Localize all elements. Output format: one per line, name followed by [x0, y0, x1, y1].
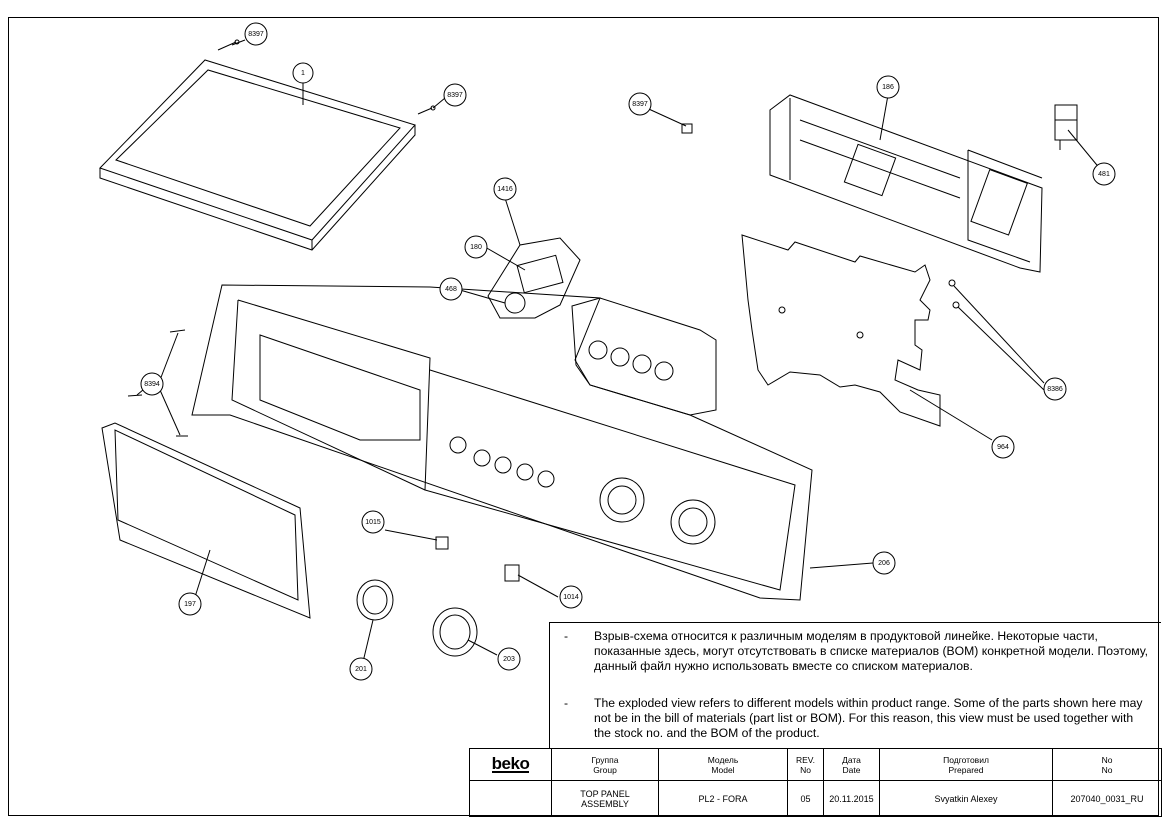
prepared-value: Svyatkin Alexey — [879, 780, 1053, 817]
screw-parts — [217, 39, 693, 134]
note-bullet: - — [564, 696, 569, 710]
callout-180: 180 — [464, 235, 488, 259]
callout-1014: 1014 — [559, 585, 583, 609]
callout-481: 481 — [1092, 162, 1116, 186]
rev-value: 05 — [787, 780, 824, 817]
callout-964: 964 — [991, 435, 1015, 459]
number-value: 207040_0031_RU — [1052, 780, 1162, 817]
insulation-plate-part — [741, 234, 941, 427]
control-panel-part — [191, 284, 813, 601]
note-bullet: - — [564, 629, 569, 643]
note-english: - The exploded view refers to different … — [564, 696, 1153, 741]
program-selector-part — [487, 237, 581, 319]
svg-text:468: 468 — [445, 286, 457, 293]
callout-1: 1 — [292, 62, 314, 84]
date-value: 20.11.2015 — [823, 780, 880, 817]
knob-parts — [356, 579, 478, 657]
svg-text:201: 201 — [355, 666, 367, 673]
rotary-switch-part — [1054, 104, 1078, 150]
group-value: TOP PANEL ASSEMBLY — [551, 780, 659, 817]
empty-cell — [469, 780, 552, 817]
callout-468: 468 — [439, 277, 463, 301]
svg-text:964: 964 — [997, 444, 1009, 451]
svg-text:206: 206 — [878, 560, 890, 567]
svg-text:481: 481 — [1098, 171, 1110, 178]
panel-screws — [127, 279, 960, 437]
svg-text:186: 186 — [882, 84, 894, 91]
control-board-part — [769, 94, 1043, 273]
switch-block-part — [571, 297, 717, 416]
rev-header: REV.No — [787, 748, 824, 781]
clip-parts — [435, 536, 520, 582]
notes-panel: - Взрыв-схема относится к различным моде… — [549, 622, 1161, 748]
svg-text:8394: 8394 — [144, 381, 160, 388]
svg-text:203: 203 — [503, 656, 515, 663]
svg-text:8397: 8397 — [447, 92, 463, 99]
svg-text:1014: 1014 — [563, 594, 579, 601]
note-russian-text: Взрыв-схема относится к различным моделя… — [594, 629, 1149, 673]
callout-8394: 8394 — [140, 372, 164, 396]
callout-201: 201 — [349, 657, 373, 681]
logo-cell: beko — [469, 748, 552, 781]
svg-text:180: 180 — [470, 244, 482, 251]
svg-text:197: 197 — [184, 601, 196, 608]
callout-8397-right: 8397 — [443, 83, 467, 107]
svg-text:8386: 8386 — [1047, 386, 1063, 393]
drawer-handle-part — [101, 422, 311, 619]
note-english-text: The exploded view refers to different mo… — [594, 696, 1143, 740]
model-value: PL2 - FORA — [658, 780, 788, 817]
svg-text:8397: 8397 — [248, 31, 264, 38]
callout-8386: 8386 — [1043, 377, 1067, 401]
callout-bubbles: 8397 1 8397 8397 186 481 1416 180 468 83… — [140, 22, 1116, 681]
top-lid-part — [99, 59, 416, 251]
callout-1015: 1015 — [361, 510, 385, 534]
callout-197: 197 — [178, 592, 202, 616]
callout-8397-top: 8397 — [244, 22, 268, 46]
callout-203: 203 — [497, 647, 521, 671]
svg-text:1: 1 — [301, 70, 305, 77]
callout-8397-board: 8397 — [628, 92, 652, 116]
callout-1416: 1416 — [493, 177, 517, 201]
callout-186: 186 — [876, 75, 900, 99]
svg-text:1015: 1015 — [365, 519, 381, 526]
svg-text:8397: 8397 — [632, 101, 648, 108]
leader-lines — [136, 39, 1102, 663]
note-russian: - Взрыв-схема относится к различным моде… — [564, 629, 1153, 674]
beko-logo: beko — [491, 753, 530, 773]
callout-206: 206 — [872, 551, 896, 575]
svg-text:1416: 1416 — [497, 186, 513, 193]
